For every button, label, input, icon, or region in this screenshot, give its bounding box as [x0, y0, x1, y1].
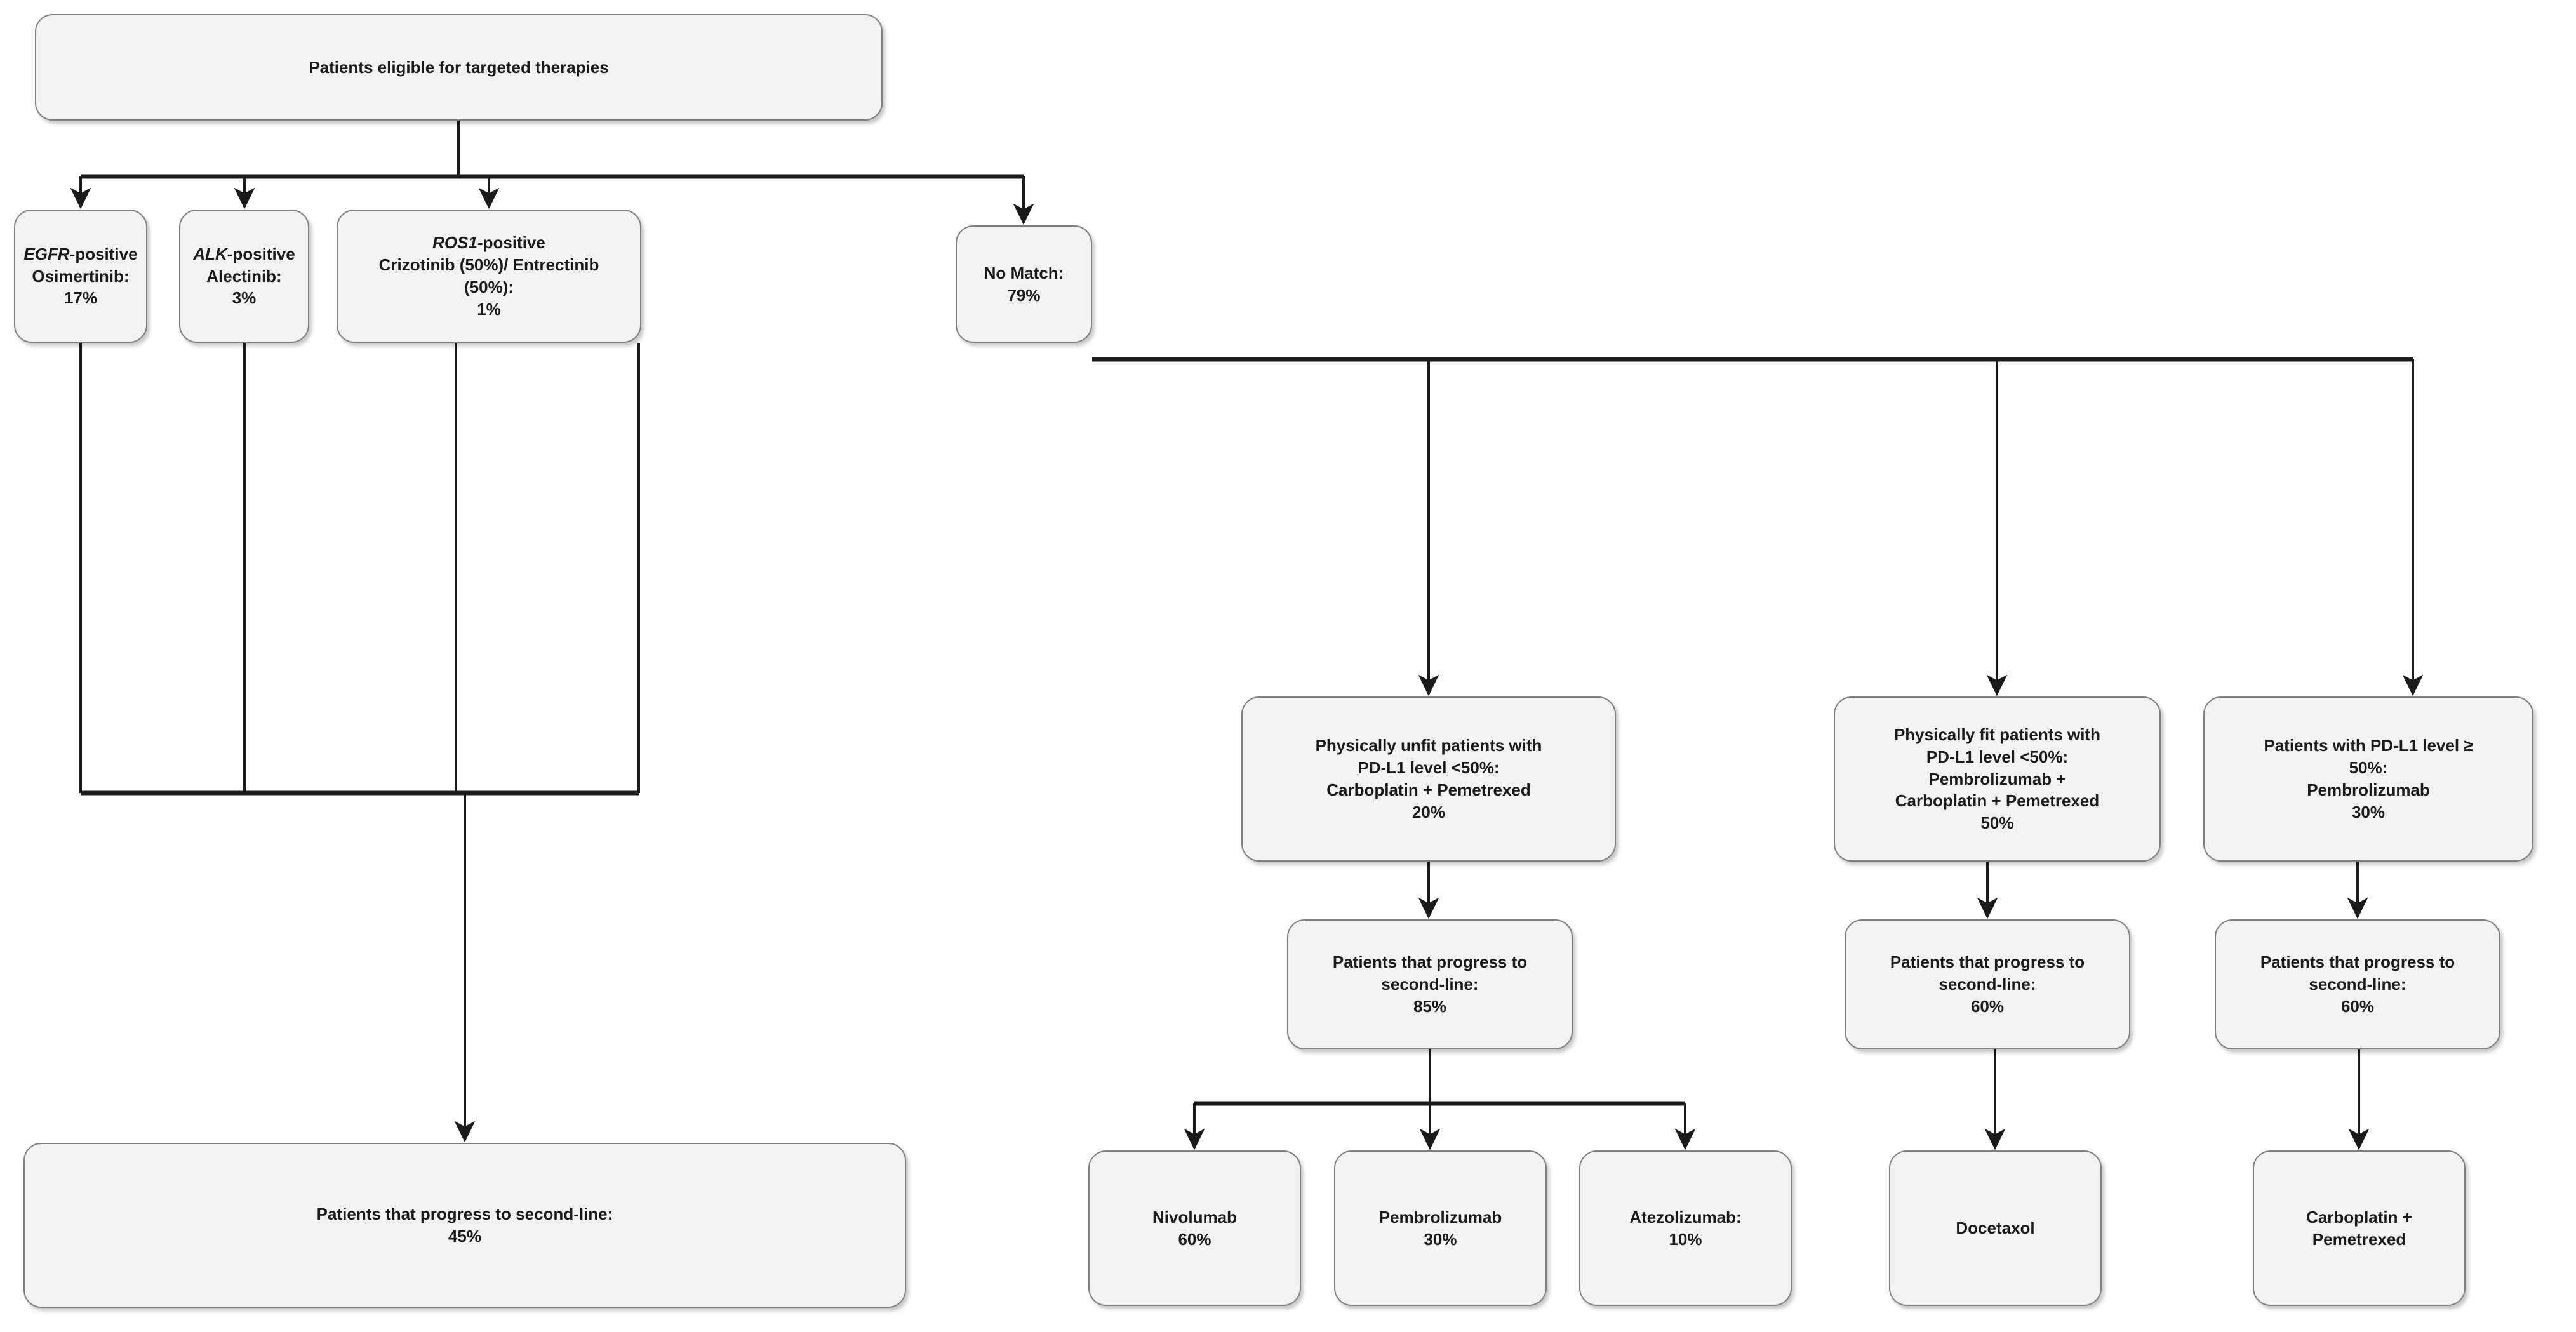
node-progress-second-line-60-pdl1-label: Patients that progress to second-line: 6…: [2260, 952, 2455, 1016]
node-physically-unfit-pdl1-low[interactable]: Physically unfit patients with PD-L1 lev…: [1241, 696, 1616, 862]
node-root[interactable]: Patients eligible for targeted therapies: [35, 14, 883, 121]
node-progress-second-line-60-fit[interactable]: Patients that progress to second-line: 6…: [1845, 919, 2130, 1049]
gene-name-egfr: EGFR: [23, 244, 70, 263]
node-physically-fit-pdl1-low[interactable]: Physically fit patients with PD-L1 level…: [1834, 696, 2161, 862]
node-pembrolizumab[interactable]: Pembrolizumab 30%: [1334, 1150, 1547, 1306]
node-nivolumab[interactable]: Nivolumab 60%: [1088, 1150, 1301, 1306]
node-nivolumab-label: Nivolumab 60%: [1152, 1207, 1237, 1249]
node-physically-unfit-pdl1-low-label: Physically unfit patients with PD-L1 lev…: [1315, 736, 1542, 822]
node-no-match[interactable]: No Match: 79%: [956, 225, 1092, 343]
node-progress-second-line-60-fit-label: Patients that progress to second-line: 6…: [1890, 952, 2085, 1016]
node-progress-second-line-45[interactable]: Patients that progress to second-line: 4…: [23, 1143, 906, 1308]
gene-name-ros1: ROS1: [432, 233, 477, 253]
node-docetaxol[interactable]: Docetaxol: [1889, 1150, 2102, 1306]
node-atezolizumab-label: Atezolizumab: 10%: [1629, 1207, 1742, 1249]
node-docetaxol-label: Docetaxol: [1956, 1218, 2035, 1238]
node-pdl1-high[interactable]: Patients with PD-L1 level ≥ 50%: Pembrol…: [2203, 696, 2533, 862]
node-progress-second-line-60-pdl1[interactable]: Patients that progress to second-line: 6…: [2215, 919, 2500, 1049]
node-progress-second-line-85-label: Patients that progress to second-line: 8…: [1332, 952, 1528, 1016]
node-pdl1-high-label: Patients with PD-L1 level ≥ 50%: Pembrol…: [2264, 736, 2473, 822]
gene-name-alk: ALK: [193, 244, 227, 263]
node-root-label: Patients eligible for targeted therapies: [309, 57, 609, 77]
node-progress-second-line-45-label: Patients that progress to second-line: 4…: [316, 1204, 613, 1246]
node-physically-fit-pdl1-low-label: Physically fit patients with PD-L1 level…: [1893, 724, 2101, 833]
node-atezolizumab[interactable]: Atezolizumab: 10%: [1579, 1150, 1792, 1306]
node-pembrolizumab-label: Pembrolizumab 30%: [1378, 1207, 1502, 1249]
node-progress-second-line-85[interactable]: Patients that progress to second-line: 8…: [1287, 919, 1573, 1049]
node-carboplatin-pemetrexed[interactable]: Carboplatin + Pemetrexed: [2253, 1150, 2466, 1306]
node-no-match-label: No Match: 79%: [984, 263, 1064, 305]
node-carboplatin-pemetrexed-label: Carboplatin + Pemetrexed: [2306, 1207, 2412, 1249]
